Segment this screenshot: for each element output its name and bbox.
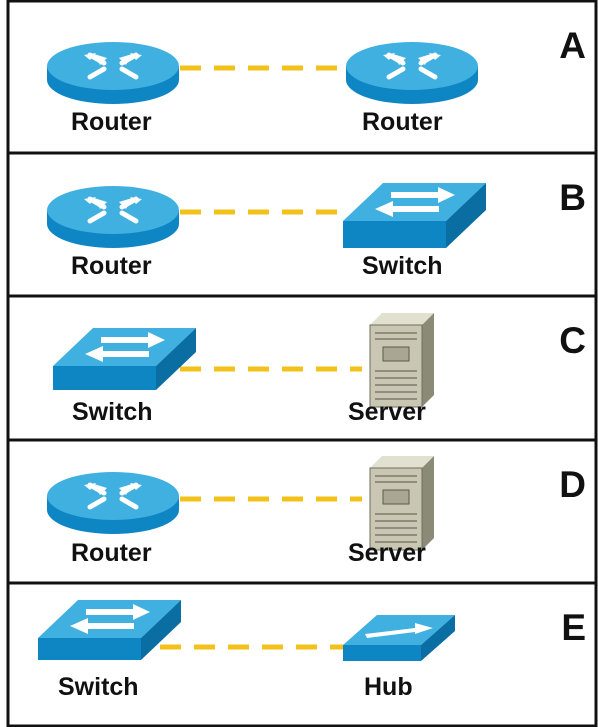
router-icon [47,472,179,534]
row-b-graphics [47,183,486,248]
row-letter: A [559,25,586,66]
row-a-graphics [47,42,478,104]
row-c: Switch Server C [0,296,598,440]
device-label-left: Router [71,539,152,567]
device-label-left: Switch [72,398,153,426]
row-d: Router Server D [0,440,598,583]
row-letter: D [559,464,586,505]
router-icon [346,42,478,104]
router-icon [47,186,179,248]
row-e-graphics [38,600,455,661]
hub-icon [343,615,455,661]
device-label-left: Router [71,108,152,136]
device-label-right: Server [348,398,426,426]
row-letter: B [559,177,586,218]
device-label-right: Switch [362,252,443,280]
device-label-right: Hub [364,673,413,701]
device-label-right: Router [362,108,443,136]
switch-icon [343,183,486,248]
switch-icon [38,600,181,660]
row-d-graphics [47,456,434,551]
device-label-left: Router [71,252,152,280]
device-label-right: Server [348,539,426,567]
server-icon [369,456,434,551]
row-b: Router Switch B [0,153,598,296]
server-icon [369,313,434,408]
row-letter: C [559,320,586,361]
row-letter: E [561,607,586,648]
router-icon [47,42,179,104]
row-e: Switch Hub E [0,583,598,726]
row-c-graphics [53,313,434,408]
row-a: Router Router A [0,1,598,153]
switch-icon [53,328,196,390]
device-label-left: Switch [58,673,139,701]
